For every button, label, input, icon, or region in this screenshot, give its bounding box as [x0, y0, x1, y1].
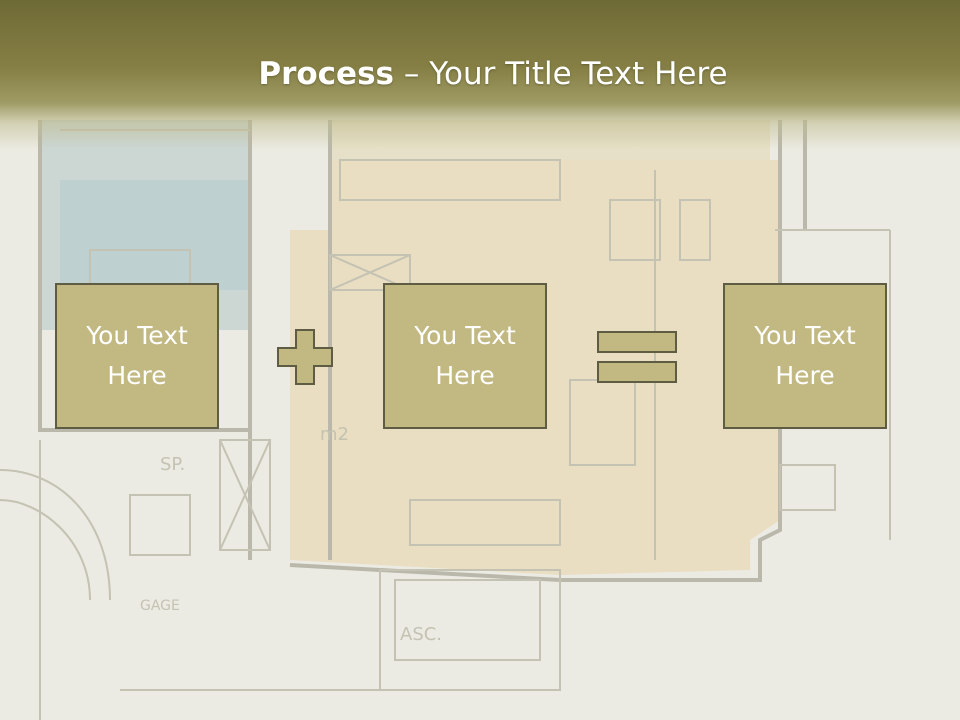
svg-text:GAGE: GAGE: [140, 598, 180, 614]
title-band: [0, 0, 960, 150]
svg-text:ASC.: ASC.: [400, 624, 442, 645]
text-box-3[interactable]: You Text Here: [723, 283, 887, 429]
equals-icon: [597, 331, 677, 383]
plus-icon: [277, 329, 333, 385]
text-box-2[interactable]: You Text Here: [383, 283, 547, 429]
text-box-2-label: You Text Here: [414, 321, 516, 390]
title-dash: –: [394, 56, 430, 92]
title-bold-word: Process: [258, 56, 394, 92]
text-box-1[interactable]: You Text Here: [55, 283, 219, 429]
title-text: Your Title Text Here: [429, 56, 728, 92]
slide-title: Process – Your Title Text Here: [0, 52, 960, 96]
svg-text:SP.: SP.: [160, 454, 185, 475]
svg-text:m2: m2: [320, 424, 349, 445]
text-box-3-label: You Text Here: [754, 321, 856, 390]
text-box-1-label: You Text Here: [86, 321, 188, 390]
